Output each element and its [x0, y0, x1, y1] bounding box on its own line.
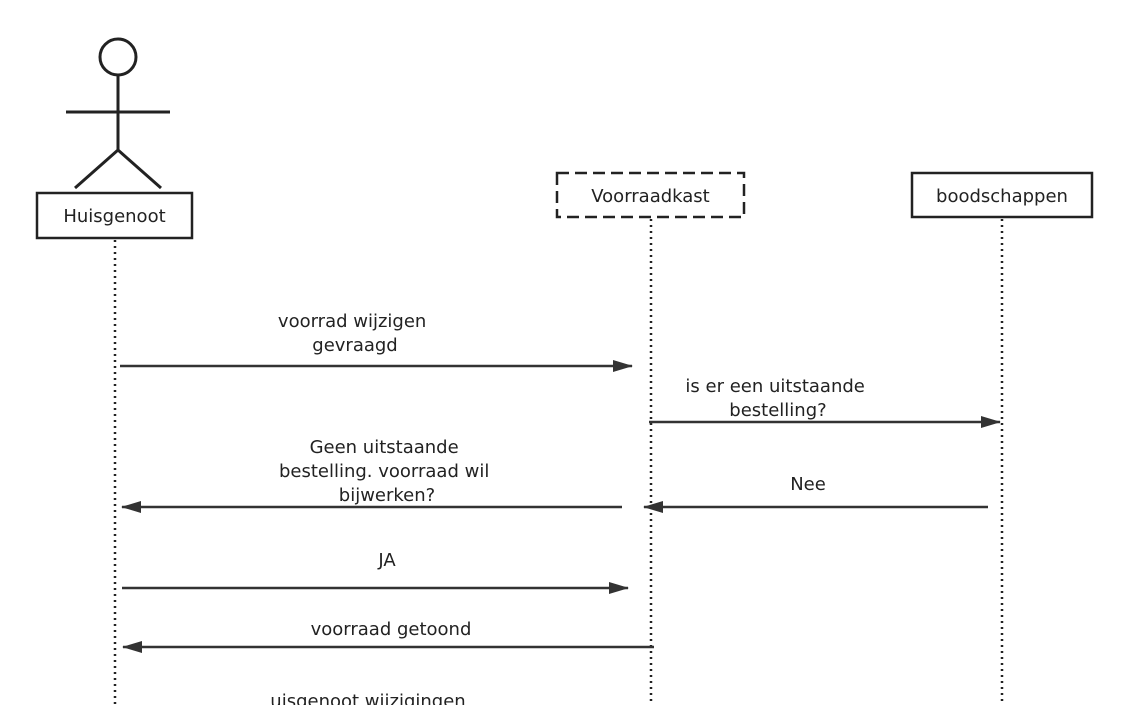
- huisgenoot-actor-figure: [66, 37, 170, 190]
- message-4-line-2: bestelling. voorraad wil: [279, 461, 489, 482]
- participant-huisgenoot-label: Huisgenoot: [63, 206, 165, 227]
- message-voorrad-wijzigen: voorrad wijzigen gevraagd: [120, 311, 633, 372]
- message-7-line-1: uisgenoot wijzigingen: [270, 691, 465, 705]
- svg-text:Geen uitstaande bestelli: Geen uitstaande bestelling. voorraad wil…: [279, 437, 495, 506]
- message-voorraad-getoond: voorraad getoond: [122, 619, 654, 653]
- message-wijzigingen: uisgenoot wijzigingen: [270, 691, 465, 705]
- message-4-line-3: bijwerken?: [339, 485, 435, 506]
- svg-text:is er een uitstaande bes: is er een uitstaande bestelling?: [685, 376, 870, 421]
- participant-voorraadkast: Voorraadkast: [555, 171, 746, 219]
- participant-voorraadkast-label: Voorraadkast: [591, 186, 710, 207]
- participant-boodschappen-label: boodschappen: [936, 186, 1068, 207]
- message-1-line-2: gevraagd: [312, 335, 397, 356]
- message-3-line-1: Nee: [790, 474, 826, 495]
- message-ja: JA: [122, 550, 629, 594]
- message-4-line-1: Geen uitstaande: [310, 437, 459, 458]
- message-5-line-1: JA: [377, 550, 396, 571]
- participant-huisgenoot: Huisgenoot: [35, 191, 194, 240]
- message-nee: Nee: [643, 474, 988, 513]
- svg-text:voorrad wijzigen gevraag: voorrad wijzigen gevraagd: [278, 311, 432, 356]
- message-6-line-1: voorraad getoond: [311, 619, 472, 640]
- message-geen-uitstaande-bestelling: Geen uitstaande bestelling. voorraad wil…: [121, 437, 622, 513]
- message-uitstaande-bestelling-vraag: is er een uitstaande bestelling?: [649, 376, 1001, 428]
- participant-boodschappen: boodschappen: [910, 171, 1094, 219]
- message-2-line-1: is er een uitstaande: [685, 376, 864, 397]
- message-1-line-1: voorrad wijzigen: [278, 311, 426, 332]
- message-2-line-2: bestelling?: [729, 400, 826, 421]
